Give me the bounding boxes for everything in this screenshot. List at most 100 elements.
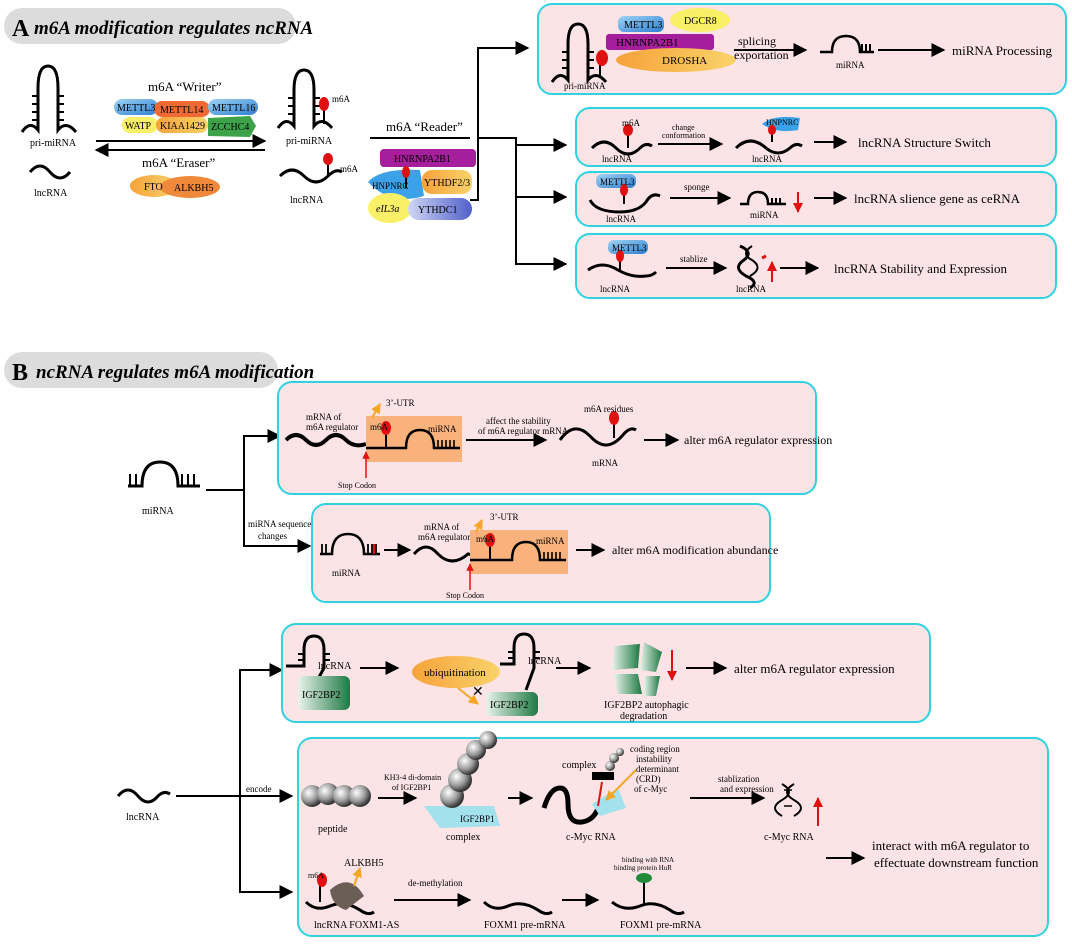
box-a1-protein-bg-4	[616, 48, 736, 72]
box-b1-result: alter m6A regulator expression	[684, 433, 832, 447]
box-b4-complex2: complex	[562, 760, 596, 771]
box-b1-step-2: of m6A regulator mRNA	[478, 426, 569, 436]
reader-proteins: HNRNPA2B1 HNPNRC YTHDF2/3 eIL3a YTHDC1	[368, 149, 476, 223]
box-b3-result: alter m6A regulator expression	[734, 661, 895, 676]
box-a1-step-2: exportation	[734, 48, 789, 62]
box-b1-mirna: miRNA	[428, 424, 457, 434]
panel-a-header: A m6A modification regulates ncRNA	[4, 8, 313, 44]
writer-watp: WATP	[125, 121, 152, 132]
box-b3-ubiq: ubiquitination	[424, 667, 486, 679]
box-b2-mirna2-shape	[470, 540, 566, 562]
box-b2-mrna-label-2: m6A regulator	[418, 532, 470, 542]
box-b2-utr: 3’-UTR	[490, 512, 519, 522]
box-b4-result-1: interact with m6A regulator to	[872, 838, 1029, 853]
b-seq-changes-2: changes	[258, 531, 287, 541]
box-b1-mrna-shape	[284, 433, 367, 448]
box-a2-step-2: conformation	[662, 131, 705, 140]
box-a2-lnc1-shape	[590, 140, 653, 156]
box-a1-protein-bg-1	[618, 16, 664, 32]
reader-protein-bg-4	[368, 193, 412, 223]
m6a-mark-2	[323, 153, 333, 165]
box-b1-mrna: mRNA	[592, 458, 619, 468]
panel-b-box-4: peptide KH3-4 di-domain of IGF2BP1 IGF2B…	[297, 731, 1049, 937]
box-b3-lnc1-shape	[286, 634, 330, 691]
box-b4-m6a-mark	[317, 873, 327, 887]
lncrna-strand-left	[28, 164, 72, 180]
box-b1-utr-box	[366, 416, 462, 462]
box-a4-protein-bg	[608, 240, 648, 254]
box-b4-stab-2: and expression	[720, 784, 774, 794]
box-b3-x-mark: ✕	[472, 685, 484, 700]
panel-b-header-bg	[4, 352, 278, 388]
box-b3-lnc1: lncRNA	[318, 661, 352, 672]
branch-split	[478, 137, 564, 146]
box-b4-kh-1: KH3-4 di-domain	[384, 773, 441, 782]
box-b4-foxm1as: lncRNA FOXM1-AS	[314, 920, 399, 931]
panel-b-box-2: miRNA mRNA of m6A regulator 3’-UTR m6A m…	[311, 503, 778, 603]
box-b4-crd-bg	[592, 788, 626, 816]
branch-arrow-4	[515, 145, 568, 271]
box-a4-lnc: lncRNA	[600, 284, 630, 294]
box-a2-lnc2: lncRNA	[752, 154, 782, 164]
box-a2-protein: HNPNRC	[766, 118, 798, 127]
writer-mettl14: METTL14	[160, 105, 203, 116]
box-a2-bg	[575, 107, 1057, 167]
box-b4-complex2-balls	[605, 748, 624, 771]
box-a2-lnc1: lncRNA	[602, 154, 632, 164]
box-b1-residue-mark	[609, 411, 619, 425]
b-seq-changes-1: miRNA sequence	[248, 519, 311, 529]
box-b4-cmyc2: c-Myc RNA	[764, 832, 814, 843]
box-b2-stop: Stop Codon	[446, 591, 484, 600]
reader-branches	[470, 41, 568, 271]
box-b2-m6a: m6A	[476, 534, 495, 544]
m6a-label-1: m6A	[332, 94, 351, 104]
box-b4-crd-4: (CRD)	[636, 774, 661, 784]
box-b2-result: alter m6A modification abundance	[612, 543, 778, 557]
box-a2-m6a-mark-2	[768, 125, 776, 135]
box-b3-igf-bg-2	[486, 692, 538, 716]
box-a1-protein-bg-3	[606, 34, 714, 50]
box-b1-step-1: affect the stability	[486, 416, 551, 426]
pri-mirna-hairpin-mid	[276, 68, 334, 131]
writer-kiaa1429: KIAA1429	[160, 121, 205, 132]
panel-a-letter: A	[12, 16, 30, 42]
panel-a-header-bg	[4, 8, 296, 44]
box-b3-lnc2: lncRNA	[528, 656, 562, 667]
panel-b-letter: B	[12, 360, 28, 386]
box-a1-dgcr8: DGCR8	[684, 16, 717, 27]
box-a3-result: lncRNA slience gene as ceRNA	[854, 191, 1021, 206]
box-b4-crd-arrow	[605, 769, 637, 801]
box-b3-ubiq-arrow	[457, 687, 479, 705]
box-b1-mrna2-shape	[558, 427, 637, 447]
panel-a-box-4: METTL3 lncRNA stablize lncRNA lncRNA Sta…	[575, 233, 1057, 299]
box-b4-peptide	[301, 783, 371, 807]
box-a2-m6a: m6A	[622, 118, 641, 128]
box-b3-igf-bg-1	[298, 676, 350, 710]
box-b4-crd-3: determinant	[636, 764, 679, 774]
box-b4-m6a: m6A	[308, 871, 324, 880]
box-a1-result: miRNA Processing	[952, 43, 1053, 58]
box-a4-m6a-mark	[616, 250, 624, 262]
reader-m6a-mark	[402, 166, 410, 178]
box-b4-cmyc1: c-Myc RNA	[566, 832, 616, 843]
m6a-mark-1	[319, 97, 329, 111]
box-b4-alkbh5: ALKBH5	[344, 858, 383, 869]
reader-ythdf23: YTHDF2/3	[424, 178, 470, 189]
writer-proteins: METTL3 METTL14 METTL16 WATP KIAA1429 ZCC…	[114, 99, 258, 137]
box-a1-step-1: splicing	[738, 34, 776, 48]
box-a1-hnrnpa2b1: HNRNPA2B1	[616, 37, 679, 49]
eraser-alkbh5: ALKBH5	[174, 183, 213, 194]
box-b3-degraded-protein	[612, 642, 662, 696]
box-b2-m6a-mark	[485, 533, 495, 547]
box-b2-mirna-shape	[320, 532, 380, 556]
reader-protein-bg-1	[380, 149, 476, 167]
box-b3-lnc2-shape	[500, 632, 540, 691]
box-b4-foxm1a-shape	[482, 900, 553, 916]
box-b3-degr-1: IGF2BP2 autophagic	[604, 700, 689, 711]
box-b4-alkbh5-shape	[330, 882, 364, 910]
box-b4-cmyc-shape	[541, 785, 603, 825]
box-b4-dna-helix	[774, 783, 802, 817]
box-b1-utr-arrow	[371, 403, 381, 419]
box-a3-protein: METTL3	[600, 177, 635, 187]
